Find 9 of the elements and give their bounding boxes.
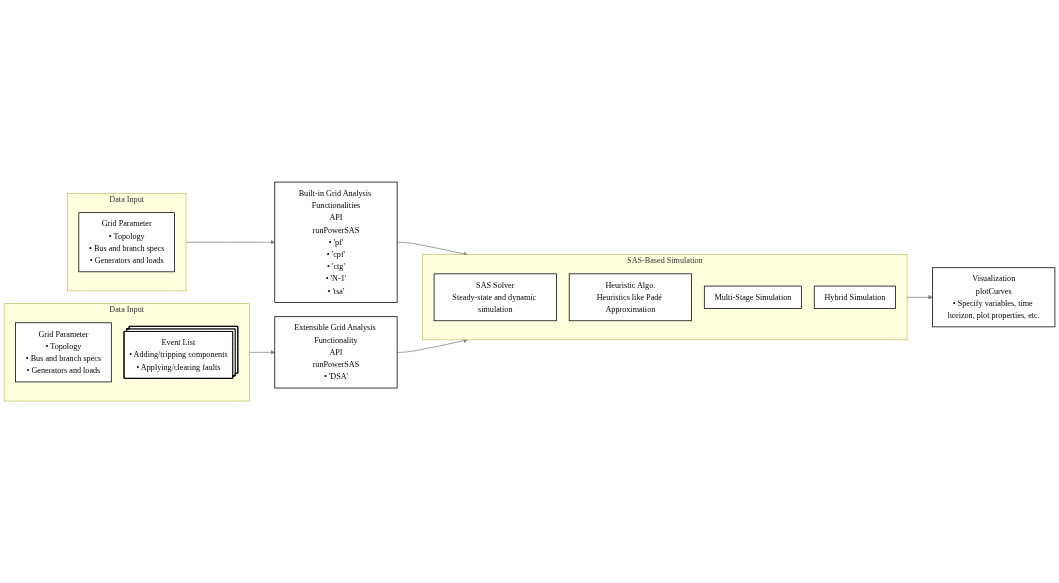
node-box: Multi-Stage Simulation	[703, 285, 802, 309]
node-box: SAS Solver Steady-state and dynamic simulation	[433, 273, 557, 322]
node-box: Visualization plotCurves • Specify variables, time horizon, plot properties, etc.	[932, 267, 1056, 328]
node-box: Built-in Grid Analysis Functionalities API runPowerSAS • 'pf' • 'cpf' • 'ctg' • 'N-1' • 'tsa'	[274, 181, 398, 303]
node-box: Extensible Grid Analysis Functionality API runPowerSAS • 'DSA'	[274, 316, 398, 389]
node-box: Grid Parameter • Topology • Bus and branch specs • Generators and loads	[78, 212, 175, 273]
node-box: Grid Parameter • Topology • Bus and branch specs • Generators and loads	[15, 322, 112, 383]
node-box: Hybrid Simulation	[813, 285, 896, 309]
node-box: Heuristic Algo. Heuristics like Padé Approximation	[568, 273, 692, 322]
